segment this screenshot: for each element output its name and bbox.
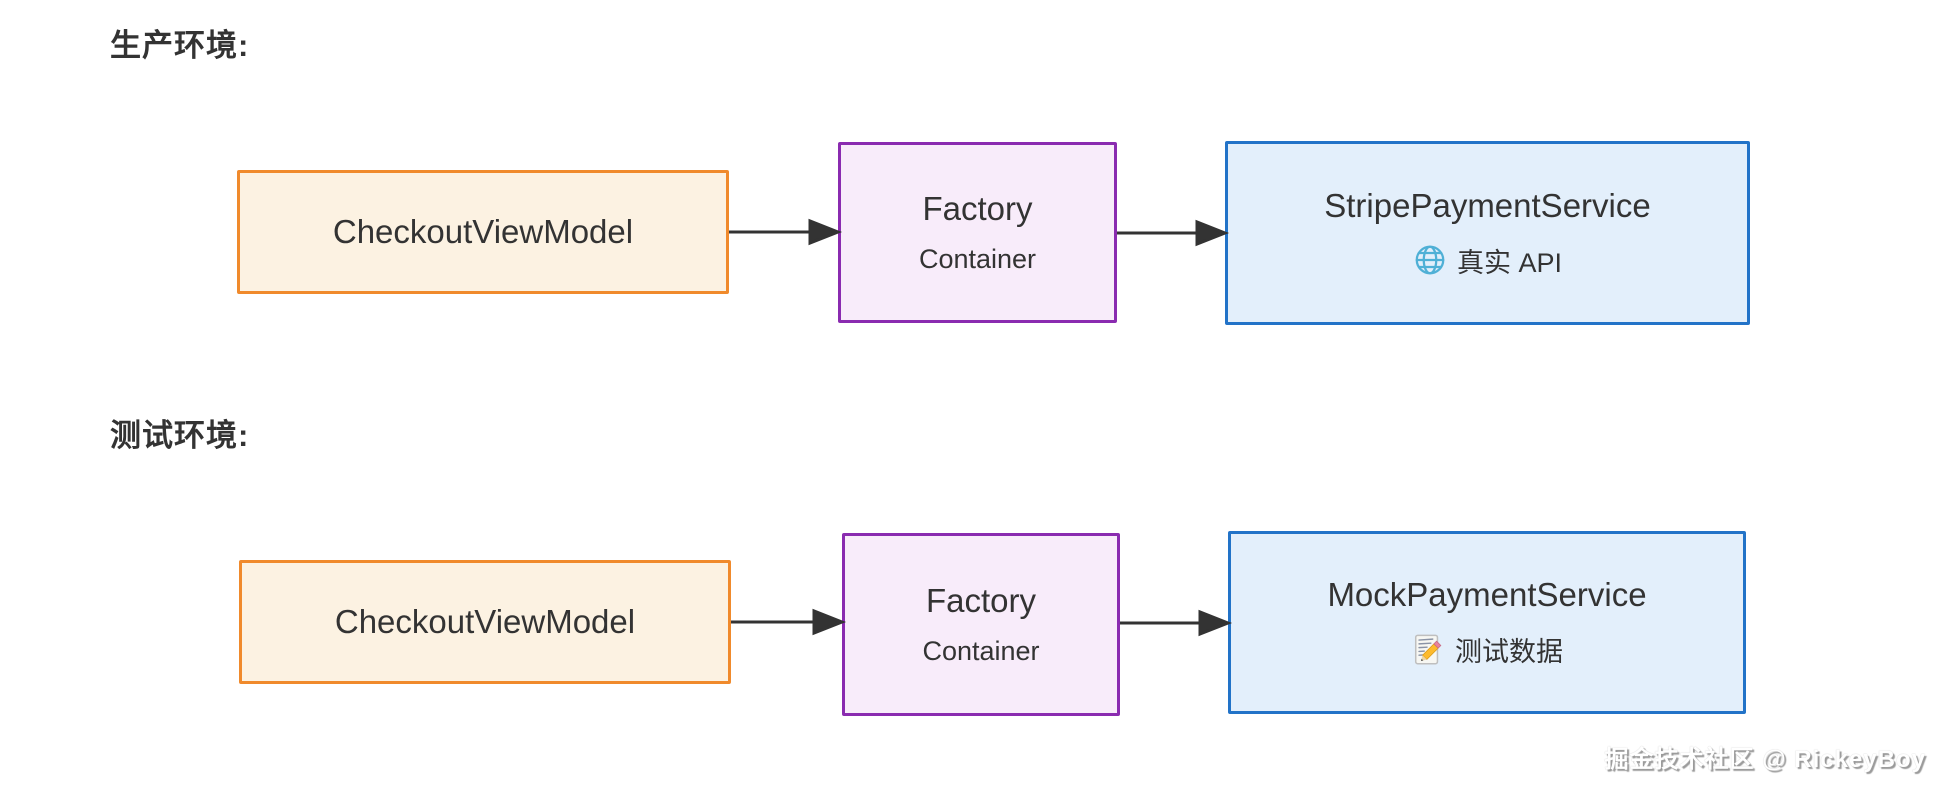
node-checkout-viewmodel-prod: CheckoutViewModel (237, 170, 729, 294)
node-title: Factory (925, 582, 1037, 619)
node-subtitle: 测试数据 (1411, 630, 1563, 669)
memo-icon (1414, 634, 1442, 664)
watermark: 掘金技术社区 @ RickeyBoy (1604, 746, 1926, 773)
node-factory-container-test: Factory Container (842, 533, 1120, 716)
arrowhead-icon (1198, 609, 1233, 637)
node-subtitle-text: 测试数据 (1455, 637, 1563, 667)
arrowhead-icon (1195, 219, 1230, 247)
production-environment-label: 生产环境: (110, 28, 250, 63)
globe-icon (1415, 245, 1445, 275)
node-checkout-viewmodel-test: CheckoutViewModel (239, 560, 731, 684)
node-title: CheckoutViewModel (332, 213, 634, 250)
node-subtitle: 真实 API (1413, 241, 1562, 280)
node-mock-payment-service: MockPaymentService 测试数据 (1228, 531, 1746, 714)
node-title: Factory (922, 190, 1033, 227)
node-subtitle-text: 真实 API (1456, 247, 1563, 278)
node-title: MockPaymentService (1327, 576, 1647, 613)
node-subtitle: Container (922, 636, 1040, 666)
arrowhead-icon (808, 218, 843, 246)
test-environment-label: 测试环境: (110, 418, 250, 453)
node-factory-container-prod: Factory Container (838, 142, 1117, 323)
node-subtitle: Container (918, 244, 1037, 274)
node-title: StripePaymentService (1324, 186, 1651, 224)
node-title: CheckoutViewModel (334, 603, 636, 640)
node-stripe-payment-service: StripePaymentService 真实 API (1225, 141, 1750, 325)
arrowhead-icon (812, 608, 847, 636)
